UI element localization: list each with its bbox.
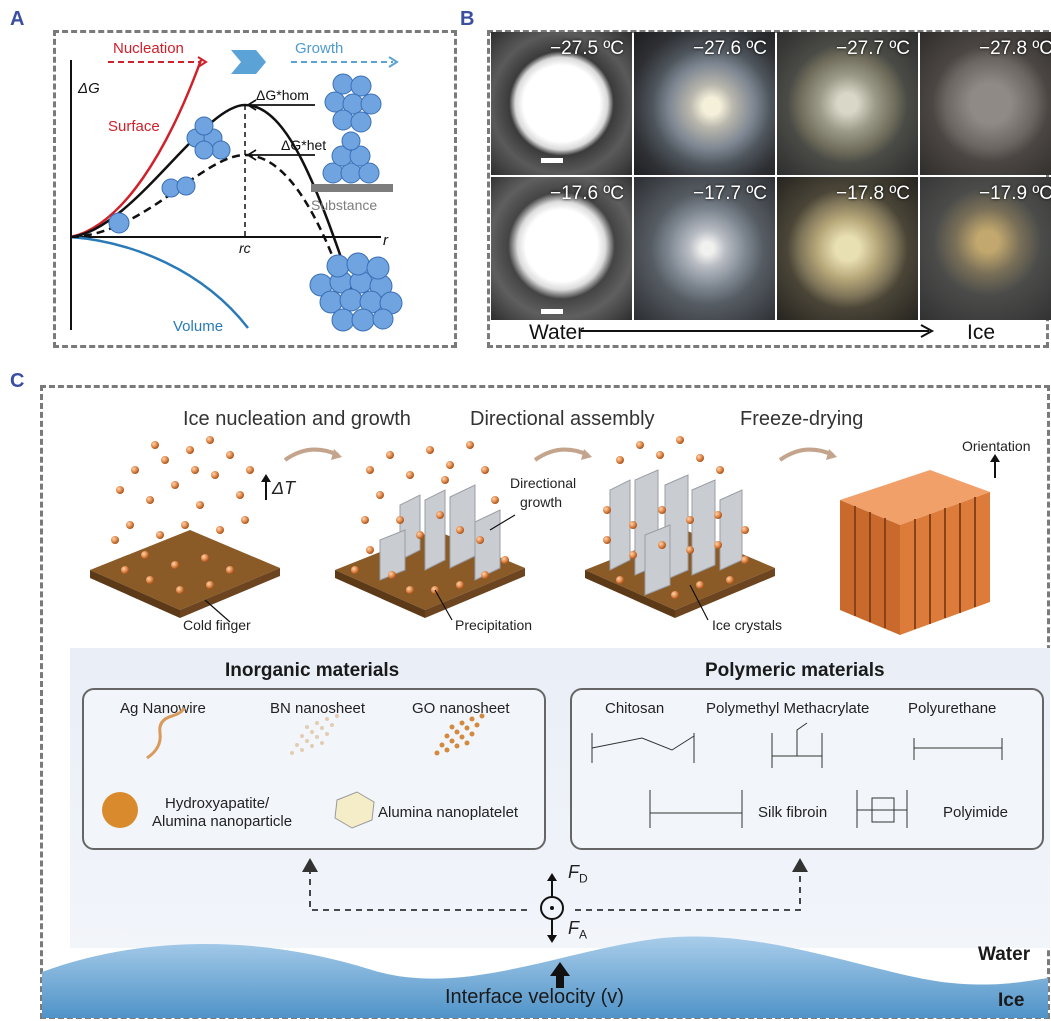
precipitation-label: Precipitation	[455, 617, 533, 633]
directional-growth-label-2: growth	[520, 494, 563, 510]
droplet-frame-r2c4: −17.9 ºC	[920, 177, 1051, 320]
pmma-label: Polymethyl Methacrylate	[706, 700, 870, 717]
nucleation-label: Nucleation	[113, 40, 184, 57]
interface-velocity-label: Interface velocity (v)	[445, 986, 624, 1008]
droplet-frame-r1c3: −27.7 ºC	[777, 32, 918, 175]
droplet-frame-r1c4: −27.8 ºC	[920, 32, 1051, 175]
y-axis-label: ΔG	[77, 80, 100, 97]
droplet-frame-r1c1: −27.5 ºC	[491, 32, 632, 175]
step-freeze-drying: Freeze-drying	[740, 408, 864, 430]
x-axis-label: r	[383, 232, 389, 249]
ice-water-interface	[42, 936, 1048, 1018]
force-balance-diagram	[302, 858, 808, 943]
panel-a-letter: A	[10, 8, 25, 30]
force-fd-label: FD	[568, 862, 588, 886]
ice-sheets-2	[379, 484, 501, 581]
bn-nanosheet-label: BN nanosheet	[270, 700, 366, 717]
interface-velocity-arrow	[550, 962, 570, 976]
porous-scaffold	[840, 454, 1000, 635]
temperature-label: −17.6 ºC	[549, 183, 624, 204]
step-ice-nucleation: Ice nucleation and growth	[183, 408, 411, 430]
bn-nanosheet-icon	[290, 714, 339, 755]
temperature-label: −27.8 ºC	[978, 38, 1051, 59]
polymer-structures	[591, 722, 1003, 828]
cluster-spheres	[108, 73, 403, 332]
ice-layer	[42, 936, 1048, 1018]
step-arrow-3	[778, 447, 834, 462]
rc-label: rc	[239, 240, 251, 256]
growth-label: Growth	[295, 40, 343, 57]
temperature-label: −27.6 ºC	[692, 38, 767, 59]
substance-label: Substance	[311, 197, 377, 213]
particle-suspension-2	[351, 441, 509, 594]
surface-label: Surface	[108, 118, 160, 135]
step-arrow-1	[283, 447, 339, 462]
inorganic-box	[82, 688, 546, 850]
droplet-frame-r1c2: −27.6 ºC	[634, 32, 775, 175]
particle-suspension-1	[111, 436, 254, 594]
dg-het-label: ΔG*het	[281, 137, 326, 153]
substance-bar	[311, 184, 393, 192]
material-icons	[102, 707, 1003, 829]
dg-hom-label: ΔG*hom	[256, 87, 309, 103]
droplet-micrograph-grid: −27.5 ºC −27.6 ºC −27.7 ºC −27.8 ºC −17.…	[489, 30, 1051, 350]
ag-nanowire-label: Ag Nanowire	[120, 700, 206, 717]
chitosan-label: Chitosan	[605, 700, 665, 717]
ice-region-label: Ice	[998, 990, 1025, 1011]
inorganic-title: Inorganic materials	[225, 660, 400, 681]
hydroxyapatite-label-2: Alumina nanoparticle	[152, 813, 293, 830]
panel-a-frame	[53, 30, 457, 348]
ice-crystals-label: Ice crystals	[712, 617, 783, 633]
ice-label: Ice	[967, 321, 995, 344]
scale-bar	[541, 158, 563, 163]
cold-finger-plate-1	[90, 530, 280, 610]
hydroxyapatite-label-1: Hydroxyapatite/	[165, 795, 270, 812]
water-to-ice-axis: Water Ice	[529, 321, 995, 344]
orientation-label: Orientation	[962, 438, 1031, 454]
volume-curve	[70, 235, 249, 329]
polymeric-box	[570, 688, 1044, 850]
chevron-icon	[231, 50, 266, 74]
directional-growth-label-1: Directional	[510, 475, 577, 491]
force-fa-label: FA	[568, 918, 588, 942]
particle-suspension-3	[603, 436, 749, 599]
polyimide-label: Polyimide	[943, 804, 1009, 821]
temperature-label: −17.8 ºC	[835, 183, 910, 204]
water-region-label: Water	[978, 944, 1031, 965]
alumina-platelet-icon	[334, 791, 375, 829]
temperature-label: −17.7 ºC	[692, 183, 767, 204]
scale-bar	[541, 309, 563, 314]
ag-nanowire-icon	[146, 707, 186, 760]
cold-finger-label: Cold finger	[183, 617, 251, 633]
polyurethane-label: Polyurethane	[908, 700, 997, 717]
step-arrow-2	[533, 447, 589, 462]
polymeric-title: Polymeric materials	[705, 660, 885, 681]
panel-c-letter: C	[10, 370, 25, 392]
temperature-label: −27.7 ºC	[835, 38, 910, 59]
panel-b-letter: B	[460, 8, 475, 30]
go-nanosheet-icon	[434, 713, 485, 756]
droplet-frame-r2c2: −17.7 ºC	[634, 177, 775, 320]
freeze-casting-process	[90, 436, 1000, 635]
alumina-nanoplatelet-label: Alumina nanoplatelet	[378, 804, 519, 821]
temperature-label: −17.9 ºC	[978, 183, 1051, 204]
temperature-label: −27.5 ºC	[549, 38, 624, 59]
droplet-frame-r2c3: −17.8 ºC	[777, 177, 918, 320]
surface-curve	[70, 59, 203, 239]
heterogeneous-curve	[70, 153, 340, 271]
water-label: Water	[529, 321, 584, 344]
droplet-frame-r2c1: −17.6 ºC	[491, 177, 632, 320]
delta-t-label: ΔT	[272, 478, 296, 498]
step-directional-assembly: Directional assembly	[470, 408, 655, 430]
hydroxyapatite-sphere-icon	[102, 792, 138, 828]
go-nanosheet-label: GO nanosheet	[412, 700, 510, 717]
silk-fibroin-label: Silk fibroin	[758, 804, 828, 821]
volume-label: Volume	[173, 318, 223, 335]
nucleation-energy-diagram: Nucleation Growth ΔG r Surface Volume ΔG…	[70, 40, 403, 335]
